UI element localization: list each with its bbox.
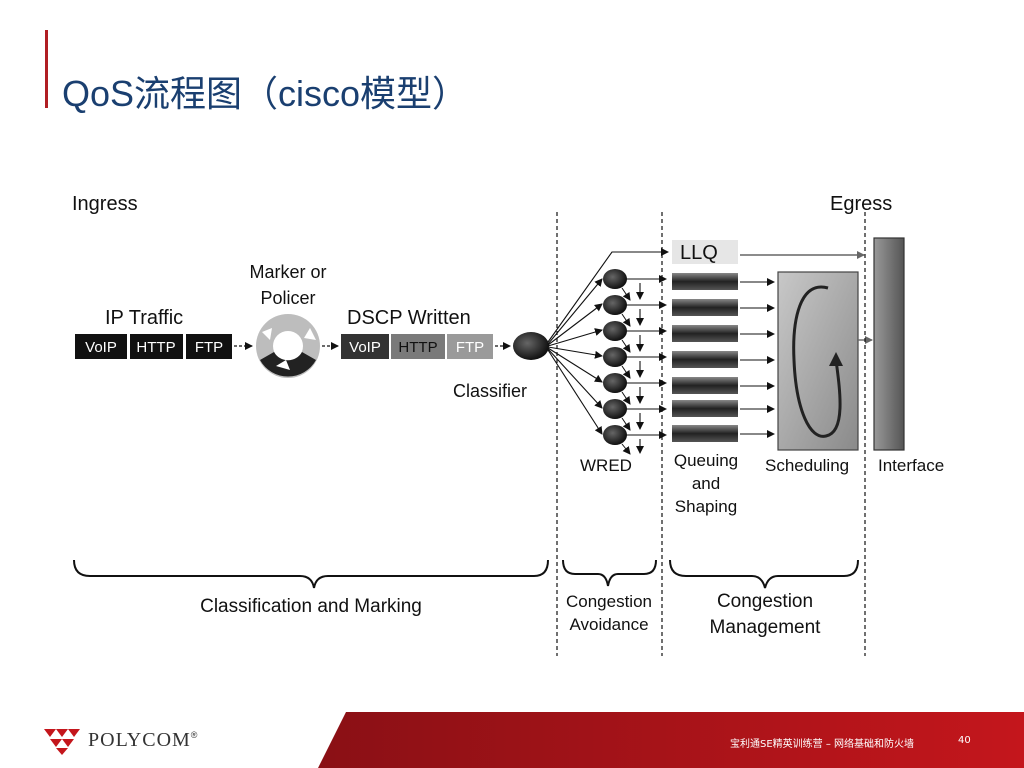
section-braces	[73, 559, 859, 589]
scheduler-box	[777, 271, 859, 451]
interface-label: Interface	[878, 456, 944, 475]
ip-traffic-label: IP Traffic	[105, 307, 183, 329]
ingress-label: Ingress	[72, 193, 138, 215]
classifier-label: Classifier	[453, 381, 527, 401]
queue-bar	[672, 299, 775, 316]
congestion-management-label-2: Management	[710, 617, 822, 638]
polycom-logo: POLYCOM®	[42, 722, 197, 758]
ingress-packets: VoIP HTTP FTP	[75, 334, 232, 359]
marked-packet-ftp: FTP	[456, 339, 484, 356]
congestion-avoidance-label-2: Avoidance	[569, 615, 648, 634]
marker-policer-icon	[256, 314, 320, 378]
marked-packets: VoIP HTTP FTP	[341, 334, 493, 359]
classifier-node	[513, 332, 549, 360]
wred-node	[603, 295, 667, 327]
polycom-logo-icon	[44, 729, 80, 755]
stage-separators	[556, 212, 866, 656]
dscp-written-label: DSCP Written	[347, 307, 471, 329]
registered-mark: ®	[190, 730, 198, 740]
congestion-avoidance-label-1: Congestion	[566, 592, 652, 611]
wred-node	[603, 347, 667, 379]
shaping-label: Shaping	[675, 497, 737, 516]
queue-bar	[672, 400, 775, 417]
classifier-fanout	[547, 248, 669, 435]
queue-bar	[672, 377, 775, 394]
wred-node	[603, 373, 667, 405]
queue-bar	[672, 425, 775, 442]
congestion-management-label-1: Congestion	[717, 591, 813, 612]
marked-packet-http: HTTP	[398, 339, 437, 356]
packet-ftp: FTP	[195, 339, 223, 356]
and-label: and	[692, 474, 720, 493]
scheduler-cycle-icon	[792, 285, 842, 438]
llq-box	[672, 240, 738, 264]
policer-label: Policer	[260, 288, 315, 308]
scheduling-label: Scheduling	[765, 456, 849, 475]
interface-bar	[873, 237, 905, 451]
wred-nodes	[603, 269, 667, 455]
packet-voip: VoIP	[85, 339, 117, 356]
marked-packet-voip: VoIP	[349, 339, 381, 356]
queue-bar	[672, 351, 775, 368]
polycom-logo-text: POLYCOM	[88, 728, 191, 751]
page-title: QoS流程图（cisco模型）	[62, 73, 469, 114]
wred-node	[603, 399, 667, 431]
scheduler-cycle-arrowhead	[829, 352, 843, 366]
packet-http: HTTP	[136, 339, 175, 356]
queue-bar	[672, 325, 775, 342]
queuing-label: Queuing	[674, 451, 738, 470]
wred-node	[603, 425, 667, 455]
title-accent-bar	[45, 30, 48, 108]
wred-label: WRED	[580, 456, 632, 475]
queues	[672, 273, 775, 442]
footer-course-title: 宝利通SE精英训练营 – 网络基础和防火墙	[730, 739, 915, 750]
wred-node	[603, 321, 667, 353]
marker-label: Marker or	[249, 262, 326, 282]
page-number: 40	[958, 735, 971, 746]
egress-label: Egress	[830, 193, 892, 215]
llq-label: LLQ	[680, 242, 718, 264]
classification-marking-label: Classification and Marking	[200, 596, 422, 617]
wred-node	[603, 269, 667, 301]
queue-bar	[672, 273, 775, 290]
